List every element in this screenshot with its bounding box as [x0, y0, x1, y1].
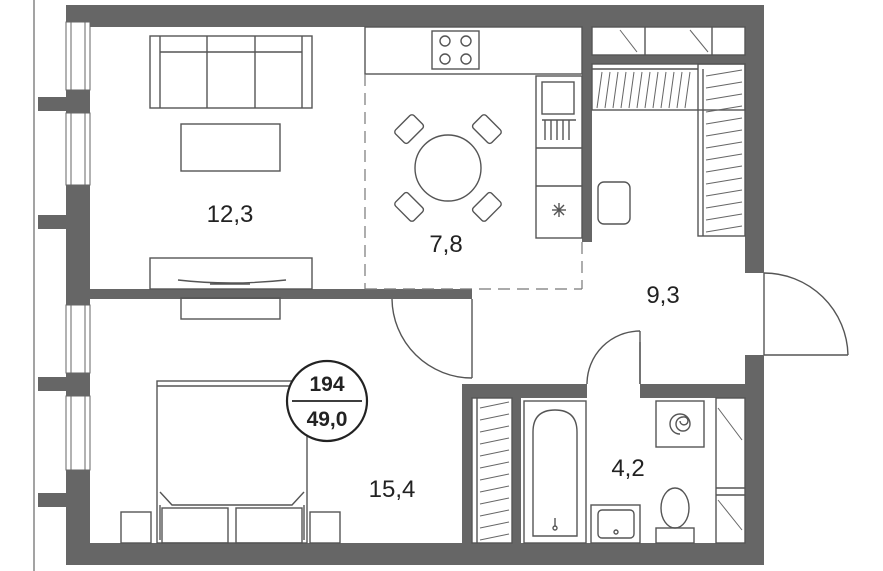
kitchen-side-counter [535, 75, 583, 239]
washing-machine [655, 400, 705, 448]
entrance-door [763, 272, 849, 356]
bed [156, 380, 308, 544]
hall-area: 9,3 [646, 282, 679, 309]
sofa [149, 35, 313, 109]
bathroom-area: 4,2 [611, 455, 644, 482]
kitchen-area: 7,8 [429, 231, 462, 258]
hall-wardrobe-main [591, 63, 746, 237]
nightstand-left [120, 511, 152, 544]
walls [38, 5, 764, 565]
bathroom-door [586, 330, 641, 385]
nightstand-right [309, 511, 341, 544]
toilet [655, 487, 695, 544]
living-room-area: 12,3 [207, 201, 254, 228]
tv-stand [149, 257, 313, 320]
apartment-badge: 194 49,0 [285, 359, 369, 443]
kitchen-counter [364, 26, 583, 75]
washbasin [590, 504, 641, 544]
coffee-table [180, 123, 281, 172]
windows [65, 21, 91, 471]
bedroom-area: 15,4 [369, 476, 416, 503]
bedroom-wardrobe [471, 397, 513, 544]
dining-table [394, 114, 502, 222]
hall-chair [597, 181, 631, 225]
hall-wardrobe-top [591, 26, 746, 56]
apartment-total-area: 49,0 [307, 408, 348, 431]
bathtub [523, 400, 587, 544]
apartment-number: 194 [309, 373, 344, 396]
utility-shelf [715, 397, 746, 544]
dining-zone-outline [364, 74, 583, 290]
bedroom-door [391, 298, 473, 379]
